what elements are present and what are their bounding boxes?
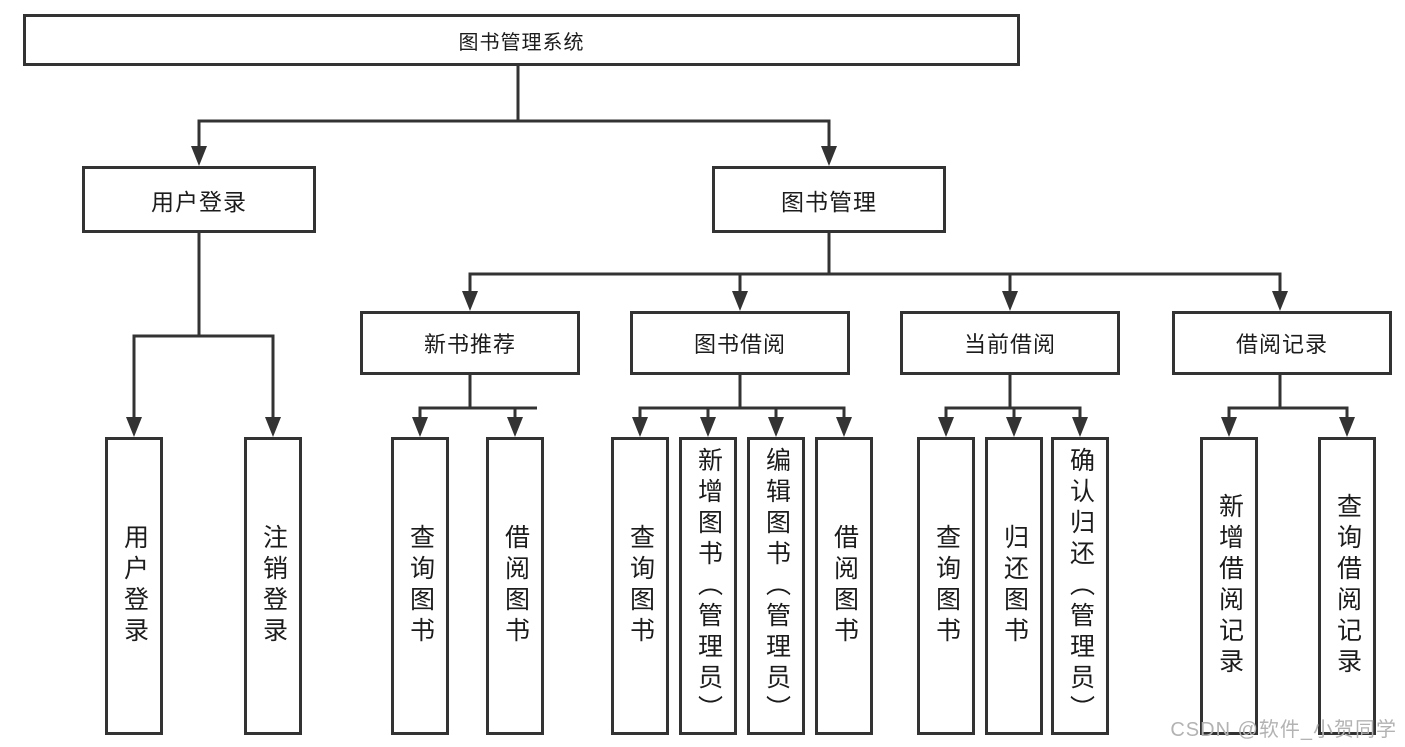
leaf-borrow-books: 借阅图书 [815,437,873,735]
leaf-label: 注销登录 [259,524,288,648]
leaf-logout: 注销登录 [244,437,302,735]
leaf-edit-book-admin: 编辑图书（管理员） [747,437,805,735]
node-library-system: 图书管理系统 [23,14,1020,66]
leaf-label: 归还图书 [1000,524,1029,648]
watermark: CSDN @软件_小贺同学 [1170,719,1397,741]
leaf-return-book: 归还图书 [985,437,1043,735]
node-current-borrowing: 当前借阅 [900,311,1120,375]
leaf-label: 查询图书 [406,524,435,648]
node-borrowing-records: 借阅记录 [1172,311,1392,375]
node-book-management: 图书管理 [712,166,946,233]
leaf-query-books: 查询图书 [391,437,449,735]
leaf-label: 用户登录 [120,524,149,648]
leaf-user-login: 用户登录 [105,437,163,735]
leaf-query-books: 查询图书 [917,437,975,735]
leaf-add-borrow-record: 新增借阅记录 [1200,437,1258,735]
leaf-label: 新增图书（管理员） [694,446,723,726]
leaf-add-book-admin: 新增图书（管理员） [679,437,737,735]
leaf-label: 编辑图书（管理员） [762,446,791,726]
leaf-confirm-return-admin: 确认归还（管理员） [1051,437,1109,735]
leaf-label: 借阅图书 [830,524,859,648]
leaf-label: 查询图书 [932,524,961,648]
leaf-label: 确认归还（管理员） [1066,446,1095,726]
leaf-label: 新增借阅记录 [1215,493,1244,679]
leaf-query-books: 查询图书 [611,437,669,735]
leaf-query-borrow-record: 查询借阅记录 [1318,437,1376,735]
node-new-book-recommendation: 新书推荐 [360,311,580,375]
node-book-borrowing: 图书借阅 [630,311,850,375]
leaf-borrow-books: 借阅图书 [486,437,544,735]
leaf-label: 查询借阅记录 [1333,493,1362,679]
leaf-label: 借阅图书 [501,524,530,648]
leaf-label: 查询图书 [626,524,655,648]
node-user-login: 用户登录 [82,166,316,233]
